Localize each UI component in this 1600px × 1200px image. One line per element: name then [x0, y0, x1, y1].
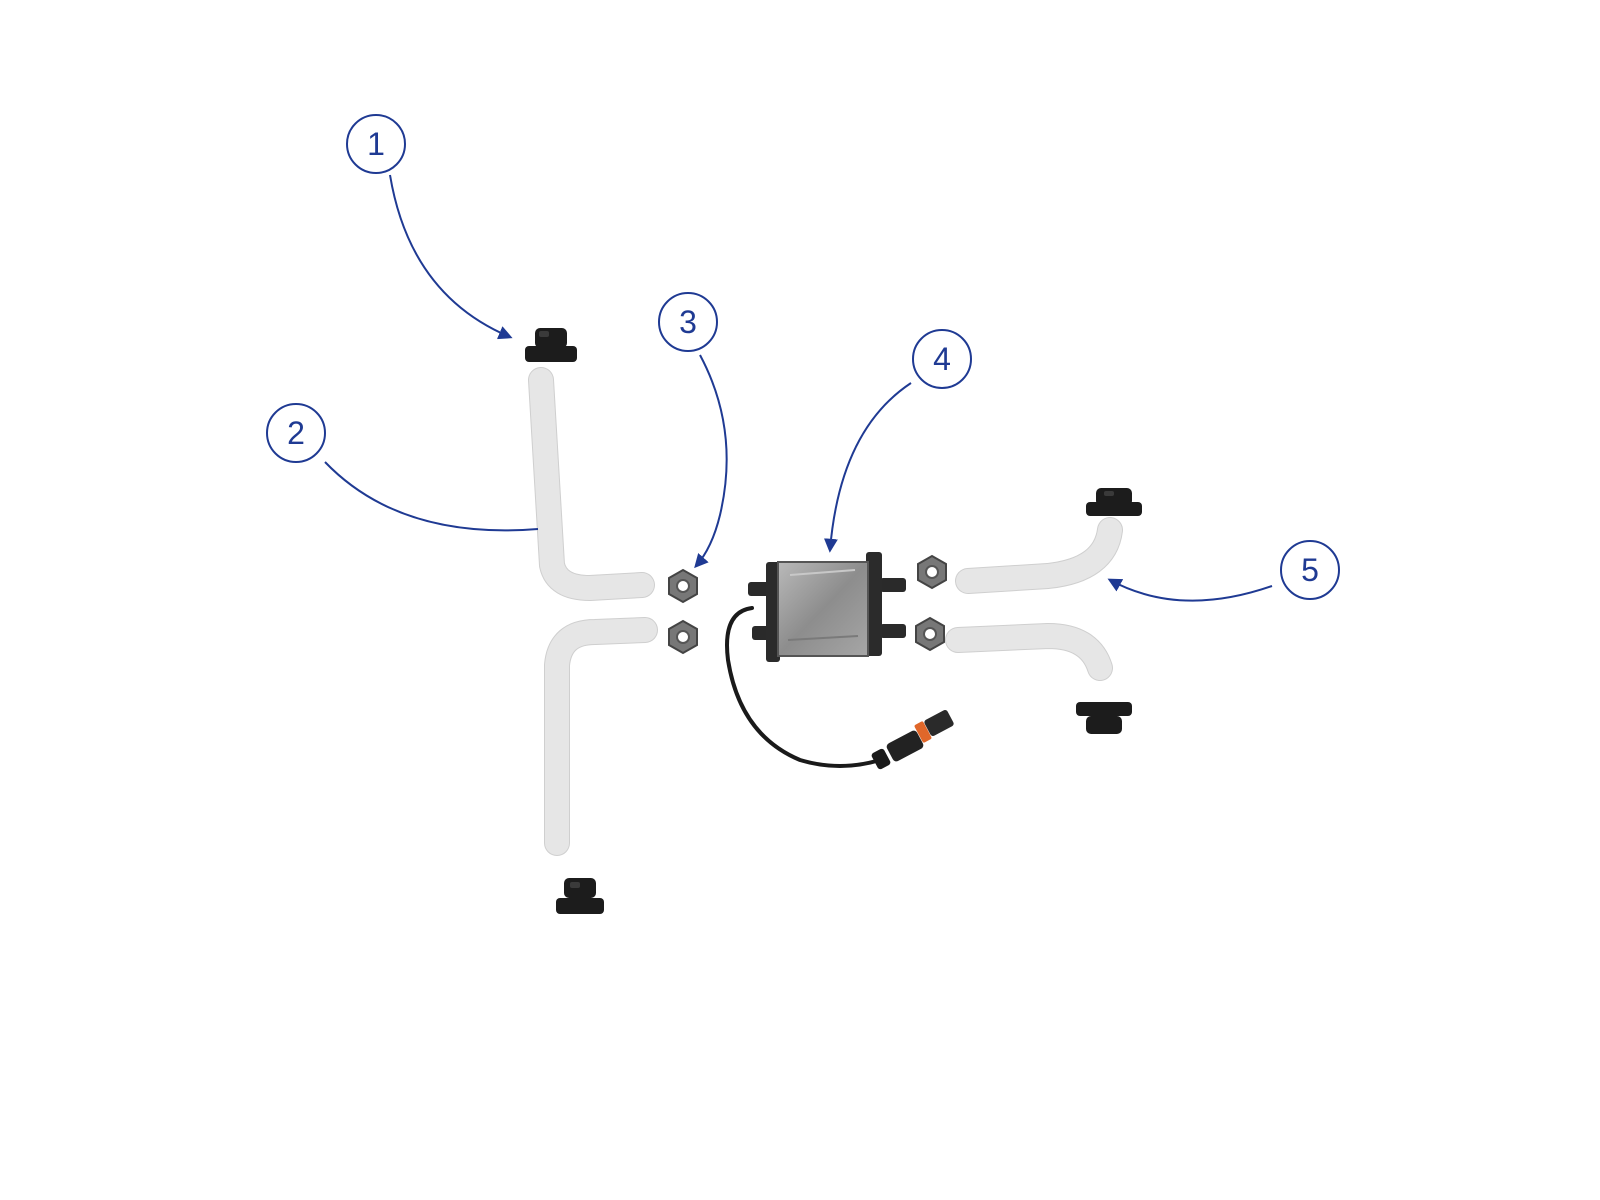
- wing-cap-icon: [1076, 702, 1132, 734]
- wing-cap-icon: [556, 878, 604, 914]
- leader-line-4: [823, 382, 912, 553]
- pump-unit-icon: [748, 552, 906, 662]
- leader-line-3: [694, 354, 728, 569]
- hex-nut-icon: [917, 554, 947, 590]
- callout-3: 3: [658, 292, 718, 352]
- callout-4-label: 4: [933, 341, 951, 377]
- leader-line-5: [1107, 578, 1273, 602]
- callout-2-label: 2: [287, 415, 305, 451]
- tube-lower-right: [945, 623, 1113, 681]
- callout-3-label: 3: [679, 304, 697, 340]
- tube-lower-left: [544, 617, 658, 856]
- callout-2: 2: [266, 403, 326, 463]
- hex-nut-icon: [915, 616, 945, 652]
- tube-upper-right: [955, 517, 1123, 594]
- callout-5-label: 5: [1301, 552, 1319, 588]
- leader-line-2: [324, 461, 539, 532]
- callout-5: 5: [1280, 540, 1340, 600]
- wing-cap-icon: [525, 328, 577, 362]
- callout-1: 1: [346, 114, 406, 174]
- callout-1-label: 1: [367, 126, 385, 162]
- wing-cap-icon: [1086, 488, 1142, 516]
- tube-upper-left: [528, 367, 655, 601]
- hex-nut-icon: [668, 619, 698, 655]
- hex-nut-icon: [668, 568, 698, 604]
- leader-line-1: [389, 174, 513, 340]
- cable-connector-icon: [725, 606, 954, 770]
- callout-4: 4: [912, 329, 972, 389]
